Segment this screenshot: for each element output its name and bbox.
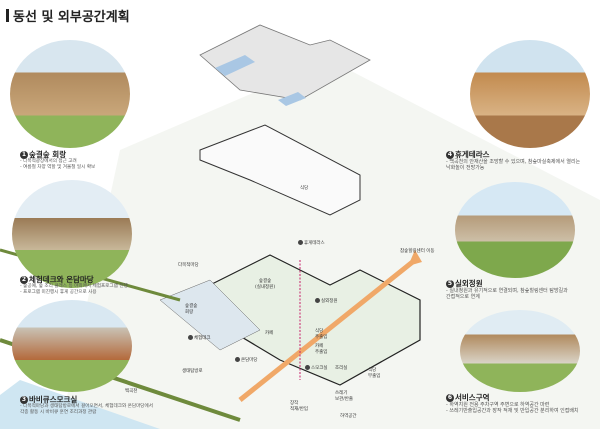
label-trash: 쓰레기 보관/반출	[335, 391, 354, 402]
label-restaurant: 식당	[300, 186, 309, 191]
photo-corridor	[10, 40, 130, 148]
label-rest-sub: 식당 부출입	[368, 368, 381, 379]
label-plaza: 다목적마당	[178, 263, 199, 268]
title-bar	[6, 9, 9, 22]
roof-skylight	[278, 92, 306, 106]
label-eco-trail: 생태탐방로	[182, 369, 203, 374]
label-unload: 하역공간	[340, 414, 357, 419]
label-deck: 체험데크	[188, 335, 211, 341]
photo-terrace	[470, 40, 590, 148]
stream-water	[0, 380, 160, 429]
label-stream: 백곡천	[125, 389, 138, 394]
label-healing: 참숲힐링센터 이동	[400, 249, 435, 254]
roof-plan	[199, 24, 371, 101]
corridor-canopy	[159, 279, 261, 351]
healing-route-arrow	[238, 258, 417, 402]
label-indoor-garden: 숲결숲 (실내정원)	[255, 279, 276, 290]
photo-smoke-room	[12, 300, 132, 392]
label-smoke: 스모크실	[305, 365, 328, 371]
label-cafe-entry: 카페 주출입	[315, 344, 328, 355]
ground-floor-plan	[199, 254, 421, 386]
photo-outdoor-garden	[455, 182, 575, 278]
label-wood: 장작 적재/반입	[290, 401, 309, 412]
arrow-head	[408, 250, 422, 266]
label-cafe: 카페	[265, 331, 274, 336]
page-title: 동선 및 외부공간계획	[6, 6, 130, 25]
roof-skylight	[215, 55, 255, 76]
label-rest-entry: 식당 주출입	[315, 329, 328, 340]
label-terrace: 휴게테라스	[298, 240, 325, 246]
label-ondam: 온담마당	[235, 357, 258, 363]
title-text: 동선 및 외부공간계획	[13, 10, 130, 25]
label-corridor: 숲결숲 회랑	[185, 304, 198, 315]
label-outdoor-garden: 실외정원	[315, 298, 338, 304]
upper-floor-plan	[199, 124, 361, 216]
photo-service-area	[460, 310, 580, 392]
label-kitchen: 조리실	[335, 366, 348, 371]
photo-deck	[12, 180, 132, 288]
